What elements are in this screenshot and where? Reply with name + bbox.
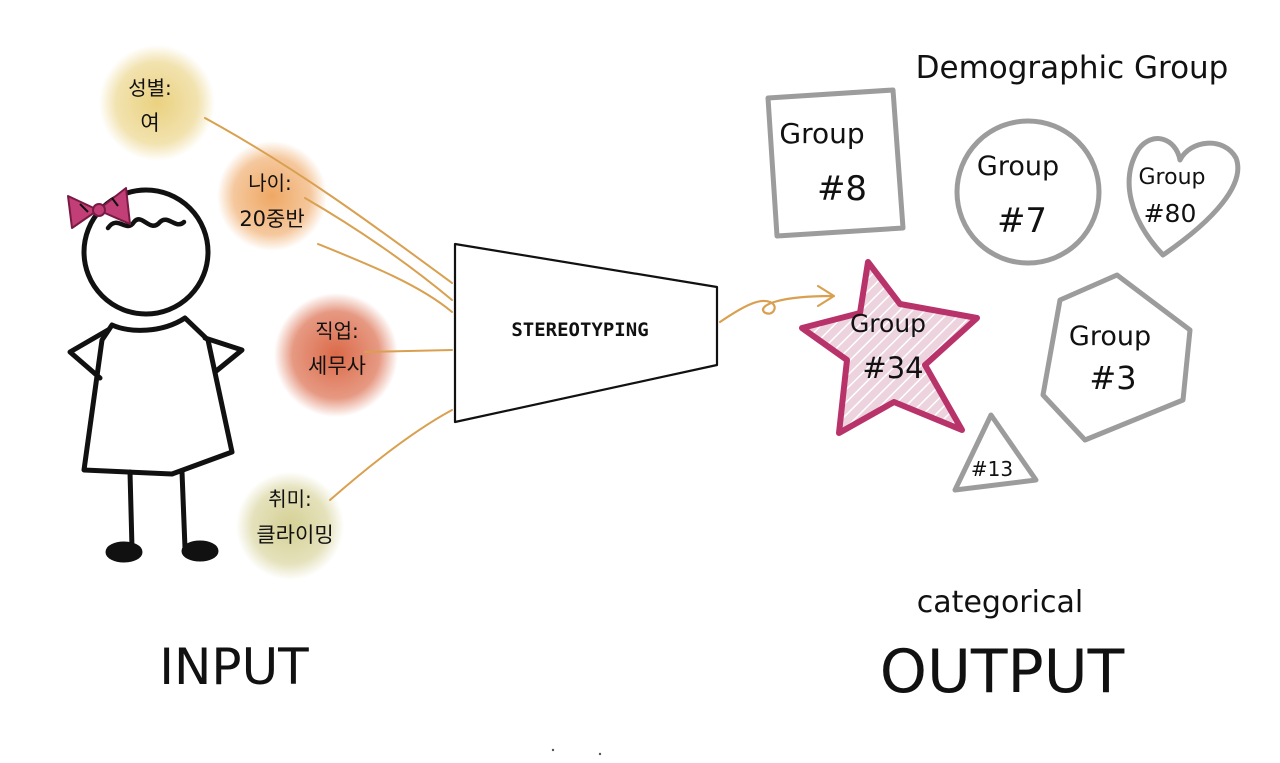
group-8-square [765,87,906,239]
person-left-foot [105,541,143,563]
input-label: INPUT [159,638,309,696]
age-label: 나이: [248,171,292,195]
age-value: 20중반 [239,207,304,231]
person-right-leg [179,469,188,551]
demographic-heading: Demographic Group [916,50,1229,86]
group-80-heart [1126,136,1241,258]
group-8-line1: Group [779,117,864,150]
group-34-line1: Group [850,309,926,338]
group-34-star [799,259,980,436]
person-figure [67,187,245,563]
group-7-line1: Group [977,151,1059,182]
gender-label: 성별: [128,76,172,100]
group-13-triangle [952,412,1039,493]
person-hair [105,217,187,231]
group-3-line1: Group [1069,321,1151,352]
output-arrow [718,284,836,324]
age-blob [217,141,327,251]
occupation-value: 세무사 [308,354,366,378]
person-right-arm [202,335,245,375]
group-8-line2: #8 [817,169,867,209]
hobby-label: 취미: [268,487,312,511]
occupation-label: 직업: [315,319,359,343]
person-left-leg [127,469,135,551]
attribute-texts: 성별: 여 나이: 20중반 직업: 세무사 취미: 클라이밍 [128,76,366,547]
funnel-shape [453,242,719,424]
hobby-blob [236,472,344,580]
connector-age-2 [317,243,453,313]
connector-age [304,197,453,301]
group-13-line2: #13 [971,457,1013,481]
attribute-blobs [99,45,398,580]
group-7-circle [954,118,1102,266]
occupation-blob [274,293,398,417]
output-label: OUTPUT [880,637,1125,707]
group-34-line2: #34 [862,351,923,385]
funnel-label: STEREOTYPING [511,319,648,341]
group-3-hexagon [1040,272,1193,443]
stereotyping-funnel: STEREOTYPING [453,242,719,424]
person-right-foot [181,540,219,562]
bow-icon [67,187,131,229]
person-left-arm [67,327,111,381]
person-dress [81,315,235,477]
group-shapes [765,87,1241,493]
connector-occupation [364,349,453,353]
group-3-line2: #3 [1089,359,1136,397]
gender-blob [99,45,215,161]
connector-hobby [329,409,453,501]
group-80-line1: Group [1139,165,1206,190]
stray-dots [551,748,602,756]
output-sub-label: categorical [917,585,1083,620]
group-labels: Group #8 Group #7 Group #80 Group #34 Gr… [779,117,1205,481]
connector-gender [204,117,453,284]
group-7-line2: #7 [997,201,1047,241]
connector-lines [204,117,453,501]
gender-value: 여 [140,111,159,135]
hobby-value: 클라이밍 [256,523,333,547]
group-80-line2: #80 [1144,199,1197,228]
